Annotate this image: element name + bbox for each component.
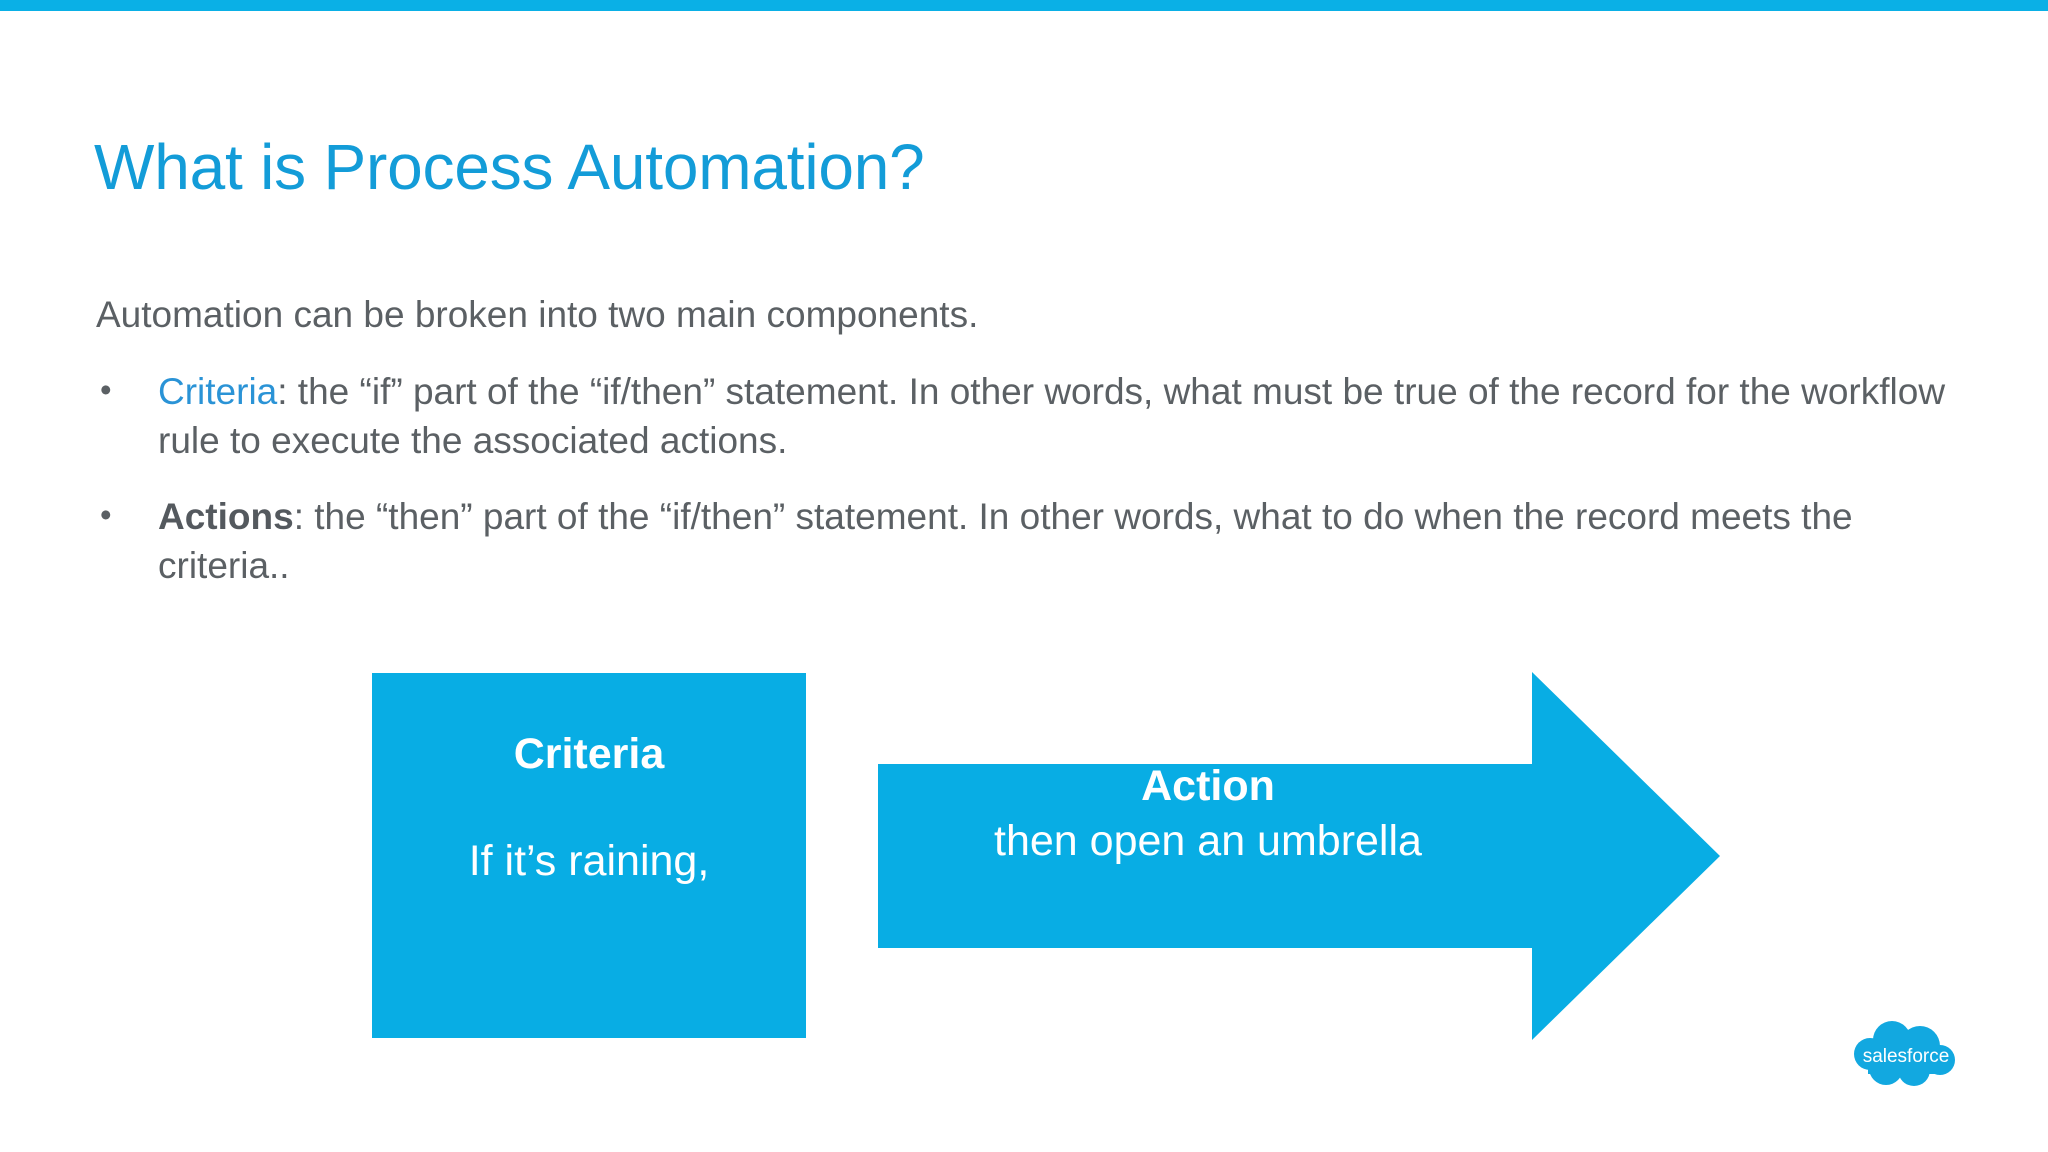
bullet-lead-criteria: Criteria <box>158 371 278 413</box>
cloud-icon <box>1854 1021 1955 1086</box>
salesforce-logo: salesforce <box>1848 1018 1964 1094</box>
body-content: Automation can be broken into two main c… <box>96 290 1976 616</box>
right-arrow-icon <box>878 672 1720 1040</box>
action-arrow-title: Action <box>1141 762 1275 810</box>
criteria-box-title: Criteria <box>513 730 665 778</box>
bullet-body-actions: : the “then” part of the “if/then” state… <box>158 495 1853 586</box>
page-title: What is Process Automation? <box>94 130 925 203</box>
criteria-box: Criteria If it’s raining, <box>372 673 806 1038</box>
bullet-dot-icon: • <box>100 371 112 409</box>
salesforce-wordmark: salesforce <box>1863 1046 1950 1067</box>
action-arrow-labels: Action then open an umbrella <box>878 762 1538 867</box>
action-arrow-subtitle: then open an umbrella <box>994 817 1422 866</box>
list-item: • Actions: the “then” part of the “if/th… <box>96 492 1976 590</box>
top-accent-bar <box>0 0 2048 11</box>
bullet-body-criteria: : the “if” part of the “if/then” stateme… <box>158 371 1946 462</box>
criteria-box-subtitle: If it’s raining, <box>468 837 710 886</box>
bullet-text: Criteria: the “if” part of the “if/then”… <box>158 367 1976 465</box>
intro-paragraph: Automation can be broken into two main c… <box>96 294 979 335</box>
list-item: • Criteria: the “if” part of the “if/the… <box>96 367 1976 465</box>
bullet-text: Actions: the “then” part of the “if/then… <box>158 492 1976 590</box>
action-arrow-shape <box>878 666 1720 1046</box>
bullet-dot-icon: • <box>100 495 112 533</box>
bullet-lead-actions: Actions <box>158 495 294 537</box>
